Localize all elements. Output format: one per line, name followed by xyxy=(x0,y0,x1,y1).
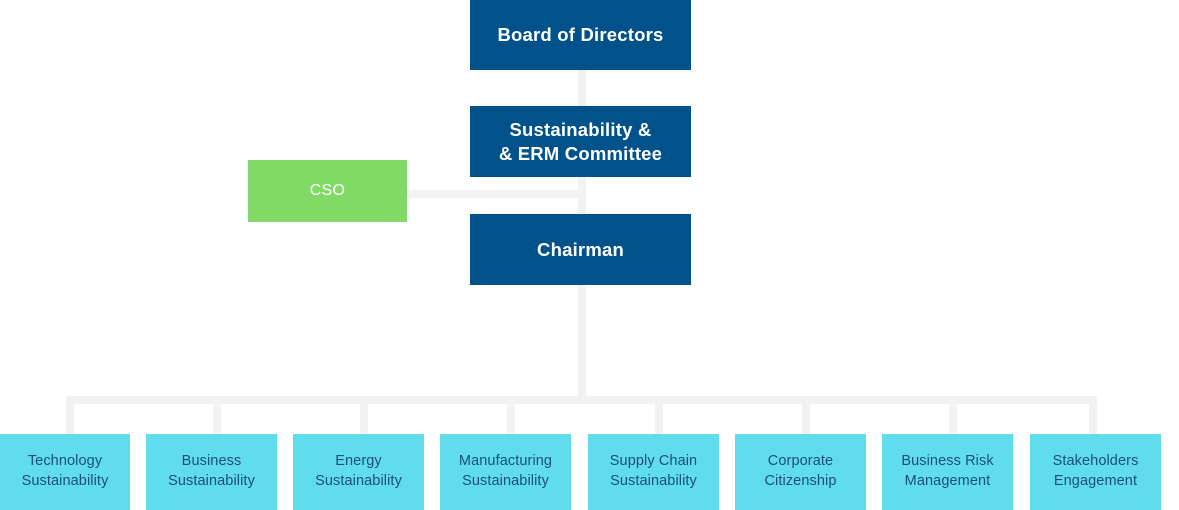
node-leaf-supply-chain-sustainability[interactable]: Supply Chain Sustainability xyxy=(588,434,719,510)
connector-drop-3 xyxy=(360,396,368,434)
connector-board-to-committee xyxy=(578,70,586,106)
node-leaf-label: Energy Sustainability xyxy=(315,453,402,489)
node-sustainability-erm-committee[interactable]: Sustainability & & ERM Committee xyxy=(470,106,691,177)
node-leaf-energy-sustainability[interactable]: Energy Sustainability xyxy=(293,434,424,510)
node-leaf-corporate-citizenship[interactable]: Corporate Citizenship xyxy=(735,434,866,510)
node-board-of-directors-label: Board of Directors xyxy=(497,24,664,46)
node-sustainability-erm-committee-label: Sustainability & & ERM Committee xyxy=(498,119,663,164)
node-cso-label: CSO xyxy=(309,181,346,199)
connector-drop-5 xyxy=(655,396,663,434)
node-board-of-directors[interactable]: Board of Directors xyxy=(470,0,691,70)
node-leaf-label: Business Risk Management xyxy=(901,453,994,489)
node-leaf-stakeholders-engagement[interactable]: Stakeholders Engagement xyxy=(1030,434,1161,510)
node-leaf-business-sustainability[interactable]: Business Sustainability xyxy=(146,434,277,510)
connector-drop-4 xyxy=(507,396,515,434)
node-chairman[interactable]: Chairman xyxy=(470,214,691,285)
node-leaf-label: Supply Chain Sustainability xyxy=(609,453,698,489)
node-leaf-label: Corporate Citizenship xyxy=(764,453,837,489)
connector-cso-to-trunk xyxy=(407,190,586,198)
node-leaf-technology-sustainability[interactable]: Technology Sustainability xyxy=(0,434,130,510)
node-leaf-business-risk-management[interactable]: Business Risk Management xyxy=(882,434,1013,510)
node-cso[interactable]: CSO xyxy=(248,160,407,222)
node-leaf-label: Business Sustainability xyxy=(168,453,255,489)
connector-chairman-to-bus xyxy=(578,285,586,396)
node-leaf-manufacturing-sustainability[interactable]: Manufacturing Sustainability xyxy=(440,434,571,510)
connector-drop-2 xyxy=(213,396,221,434)
node-leaf-label: Manufacturing Sustainability xyxy=(458,453,553,489)
connector-drop-7 xyxy=(949,396,957,434)
node-leaf-label: Stakeholders Engagement xyxy=(1052,453,1139,489)
node-chairman-label: Chairman xyxy=(537,238,624,260)
connector-drop-1 xyxy=(66,396,74,434)
connector-drop-6 xyxy=(802,396,810,434)
connector-drop-8 xyxy=(1089,396,1097,434)
node-leaf-label: Technology Sustainability xyxy=(21,453,109,489)
connector-horizontal-bus xyxy=(66,396,1097,404)
